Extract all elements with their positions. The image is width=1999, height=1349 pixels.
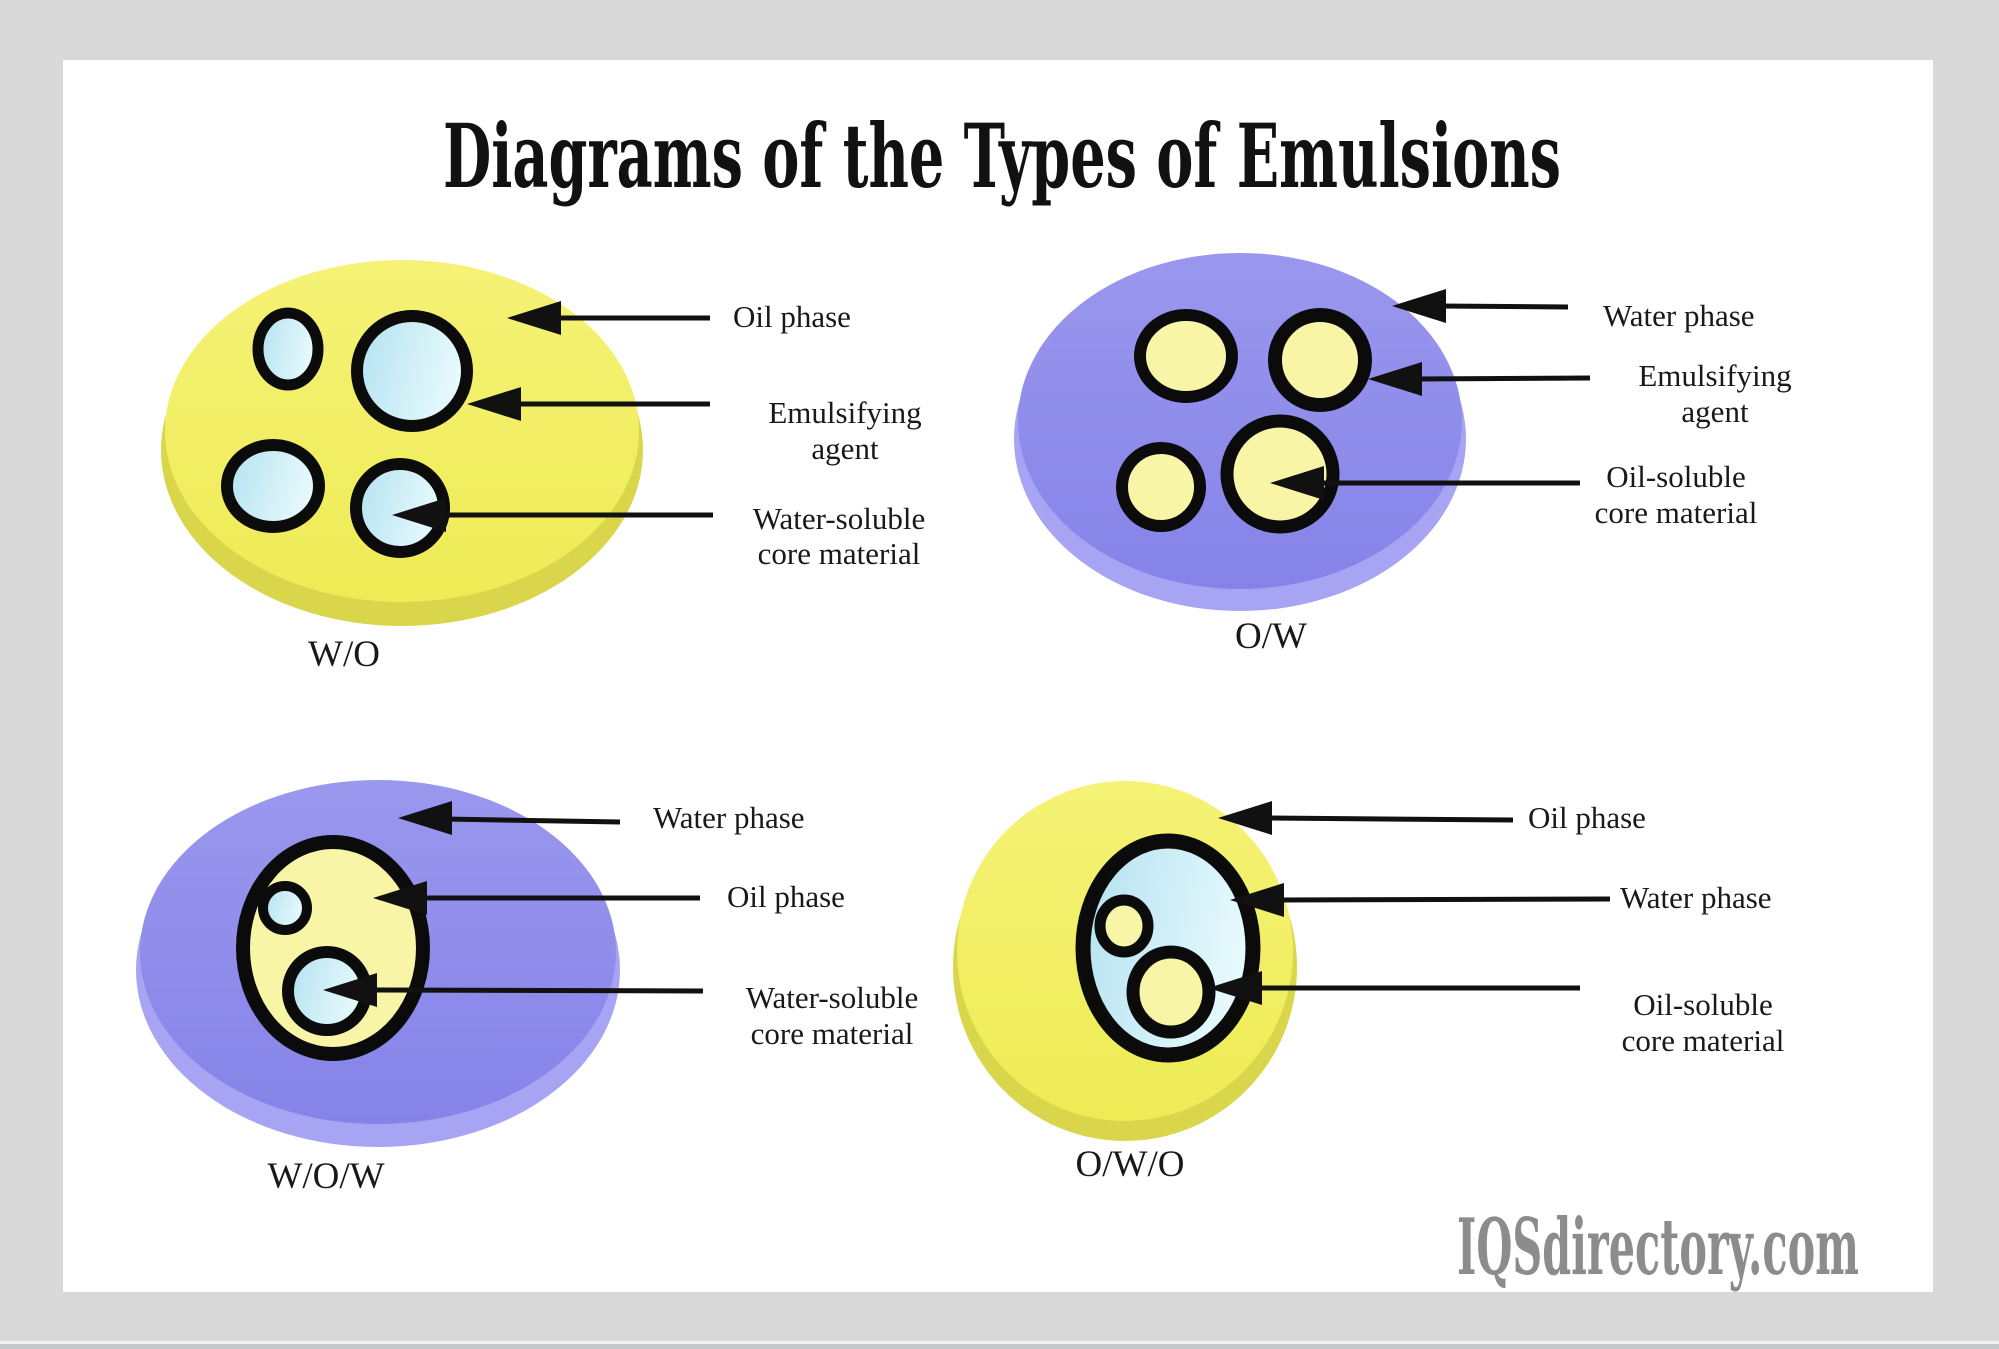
wo-diagram: Oil phase Emulsifying agent Water-solubl… <box>161 260 925 675</box>
ow-outer-ellipse-water-phase <box>1018 253 1462 589</box>
owo-oil-core-droplet <box>1126 945 1216 1039</box>
annotation-water-soluble-core-line2: core material <box>751 1016 914 1051</box>
arrow-head-icon <box>323 973 377 1007</box>
wo-water-droplet <box>351 310 473 432</box>
bottom-highlight-line <box>0 1341 1999 1344</box>
annotation-oil-phase: Oil phase <box>733 299 851 334</box>
owo-type-label: O/W/O <box>1076 1144 1185 1185</box>
ow-oil-droplet <box>1268 308 1372 412</box>
bottom-edge-line <box>0 1344 1999 1349</box>
annotation-emulsifying-agent-line1: Emulsifying <box>768 395 921 430</box>
diagram-card: Diagrams of the Types of Emulsions Oil p… <box>63 60 1933 1292</box>
wo-water-droplet <box>252 307 324 391</box>
wo-type-label: W/O <box>308 634 380 675</box>
arrow-head-icon <box>467 387 521 421</box>
annotation-oil-soluble-core-line2: core material <box>1622 1023 1785 1058</box>
ow-type-label: O/W <box>1235 616 1307 657</box>
arrow-head-icon <box>1218 801 1272 835</box>
iqsdirectory-watermark: IQSdirectory.com <box>1457 1202 1859 1292</box>
arrow-head-icon <box>392 498 446 532</box>
arrow-line <box>368 987 704 994</box>
arrow-head-icon <box>1392 289 1446 323</box>
arrow-head-icon <box>507 301 561 335</box>
annotation-oil-phase: Oil phase <box>1528 800 1646 835</box>
annotation-water-soluble-core-line1: Water-soluble <box>746 980 918 1015</box>
owo-oil-core-droplet <box>1094 894 1154 958</box>
wow-diagram: Water phase Oil phase Water-soluble core… <box>136 780 918 1197</box>
annotation-oil-soluble-core-line1: Oil-soluble <box>1633 987 1773 1022</box>
annotation-emulsifying-agent-line2: agent <box>811 431 879 466</box>
wo-water-droplet <box>221 439 325 533</box>
arrow-head-icon <box>1368 362 1422 396</box>
arrow-line <box>1437 303 1569 310</box>
annotation-oil-soluble-core-line1: Oil-soluble <box>1606 459 1746 494</box>
arrow-head-icon <box>1270 466 1324 500</box>
ow-oil-droplet <box>1220 414 1340 534</box>
annotation-water-phase: Water phase <box>1603 298 1755 333</box>
arrow-head-icon <box>1230 883 1284 917</box>
wow-water-core-droplet <box>258 881 312 935</box>
annotation-water-phase: Water phase <box>1620 880 1772 915</box>
ow-diagram: Water phase Emulsifying agent Oil-solubl… <box>1014 253 1792 657</box>
wow-type-label: W/O/W <box>267 1156 384 1197</box>
annotation-emulsifying-agent-line1: Emulsifying <box>1638 358 1791 393</box>
arrow-head-icon <box>373 881 427 915</box>
annotation-water-soluble-core-line1: Water-soluble <box>753 501 925 536</box>
annotation-oil-soluble-core-line2: core material <box>1595 495 1758 530</box>
arrow-line <box>1263 815 1514 823</box>
annotation-water-phase: Water phase <box>653 800 805 835</box>
arrow-head-icon <box>1208 971 1262 1005</box>
ow-oil-droplet <box>1116 442 1206 532</box>
arrow-head-icon <box>398 801 452 835</box>
annotation-emulsifying-agent-line2: agent <box>1681 394 1749 429</box>
ow-oil-droplet <box>1134 309 1238 403</box>
annotation-water-soluble-core-line2: core material <box>758 536 921 571</box>
arrow-line <box>443 816 621 825</box>
annotation-oil-phase: Oil phase <box>727 879 845 914</box>
emulsion-diagram-canvas: Diagrams of the Types of Emulsions Oil p… <box>136 104 1859 1292</box>
page-title: Diagrams of the Types of Emulsions <box>443 104 1561 208</box>
arrow-line <box>1275 896 1611 903</box>
owo-diagram: Oil phase Water phase Oil-soluble core m… <box>953 781 1784 1185</box>
arrow-line <box>1413 375 1591 382</box>
